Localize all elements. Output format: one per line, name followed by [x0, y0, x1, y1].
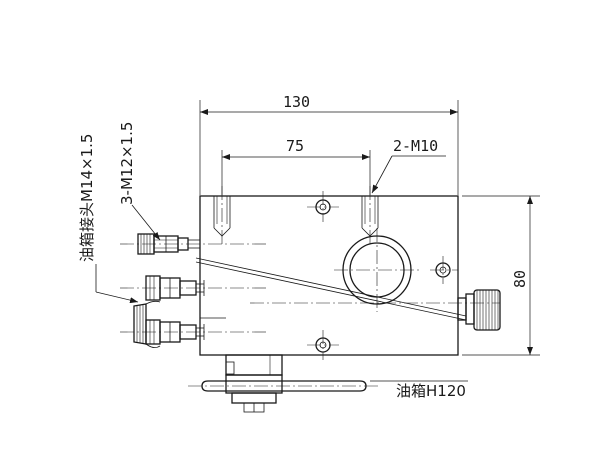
outlet-ports-label: 3-M12×1.5 [118, 122, 136, 205]
leader-tank-connector [95, 264, 139, 304]
dimension-overall-height: 80 [462, 195, 540, 356]
callout-2-m10-label: 2-M10 [393, 137, 438, 155]
callout-2-m10: 2-M10 [371, 137, 446, 194]
internal-passage [195, 257, 467, 321]
outlet-fitting-upper [145, 275, 205, 301]
mounting-hole-right [430, 256, 458, 284]
tank-connector-fitting [137, 233, 200, 255]
callout-tank-height: 油箱H120 [370, 380, 468, 400]
pump-body [199, 195, 459, 356]
mounting-hole-top [307, 191, 339, 222]
outlet-knurled-nut [133, 300, 161, 348]
dimension-80-label: 80 [511, 270, 529, 288]
adjuster-knob[interactable] [457, 289, 501, 331]
mounting-hole-bottom [307, 330, 339, 360]
tapped-hole-left [213, 186, 231, 244]
dimension-130-label: 130 [283, 93, 310, 111]
base-stand [188, 354, 380, 413]
dimension-hole-spacing: 75 [221, 137, 371, 195]
leader-outlet-ports [131, 204, 161, 241]
main-bore [334, 228, 420, 312]
dimension-75-label: 75 [286, 137, 304, 155]
tapped-hole-right [361, 186, 379, 244]
tank-connector-label: 油箱接头M14×1.5 [78, 134, 96, 262]
dimension-overall-width: 130 [199, 93, 459, 195]
tank-height-label: 油箱H120 [396, 382, 466, 400]
